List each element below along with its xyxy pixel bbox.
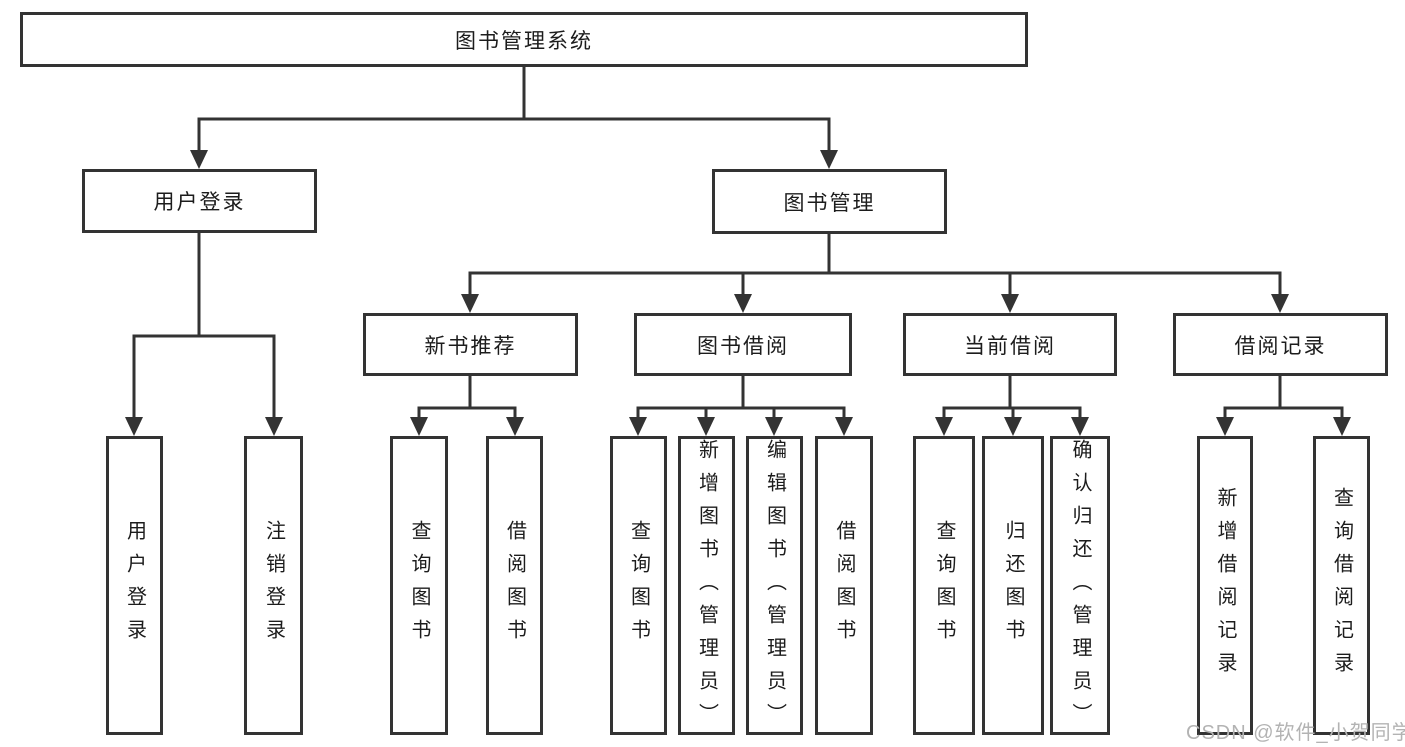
connector-borrow-record-branch — [1216, 374, 1351, 436]
leaf-query-borrow-record: 查询借阅记录 — [1313, 436, 1370, 735]
connector-new-rec-branch — [410, 374, 524, 436]
leaf-confirm-return-admin: 确认归还（管理员） — [1050, 436, 1110, 736]
node-current-borrow: 当前借阅 — [903, 313, 1117, 376]
leaf-add-book-admin: 新增图书（管理员） — [678, 436, 735, 736]
connector-book-mgmt-branch — [461, 232, 1289, 313]
node-root: 图书管理系统 — [20, 12, 1028, 67]
leaf-logout: 注销登录 — [244, 436, 303, 735]
leaf-query-book-recommend: 查询图书 — [390, 436, 448, 735]
node-borrow-records: 借阅记录 — [1173, 313, 1388, 376]
csdn-watermark: CSDN @软件_小贺同学 — [1186, 722, 1405, 744]
leaf-edit-book-admin: 编辑图书（管理员） — [746, 436, 803, 736]
leaf-query-book-current: 查询图书 — [913, 436, 975, 735]
node-book-borrow: 图书借阅 — [634, 313, 852, 376]
connector-current-borrow-branch — [935, 374, 1089, 436]
node-new-book-recommend: 新书推荐 — [363, 313, 578, 376]
connector-user-login-branch — [125, 231, 283, 436]
leaf-user-login: 用户登录 — [106, 436, 163, 735]
node-user-login: 用户登录 — [82, 169, 317, 233]
leaf-borrow-book: 借阅图书 — [815, 436, 873, 735]
leaf-query-book-borrow: 查询图书 — [610, 436, 667, 735]
leaf-add-borrow-record: 新增借阅记录 — [1197, 436, 1253, 735]
leaf-borrow-book-recommend: 借阅图书 — [486, 436, 543, 735]
node-book-management: 图书管理 — [712, 169, 947, 234]
leaf-return-book: 归还图书 — [982, 436, 1044, 735]
connector-root-branch — [190, 65, 838, 169]
connector-book-borrow-branch — [629, 374, 853, 436]
